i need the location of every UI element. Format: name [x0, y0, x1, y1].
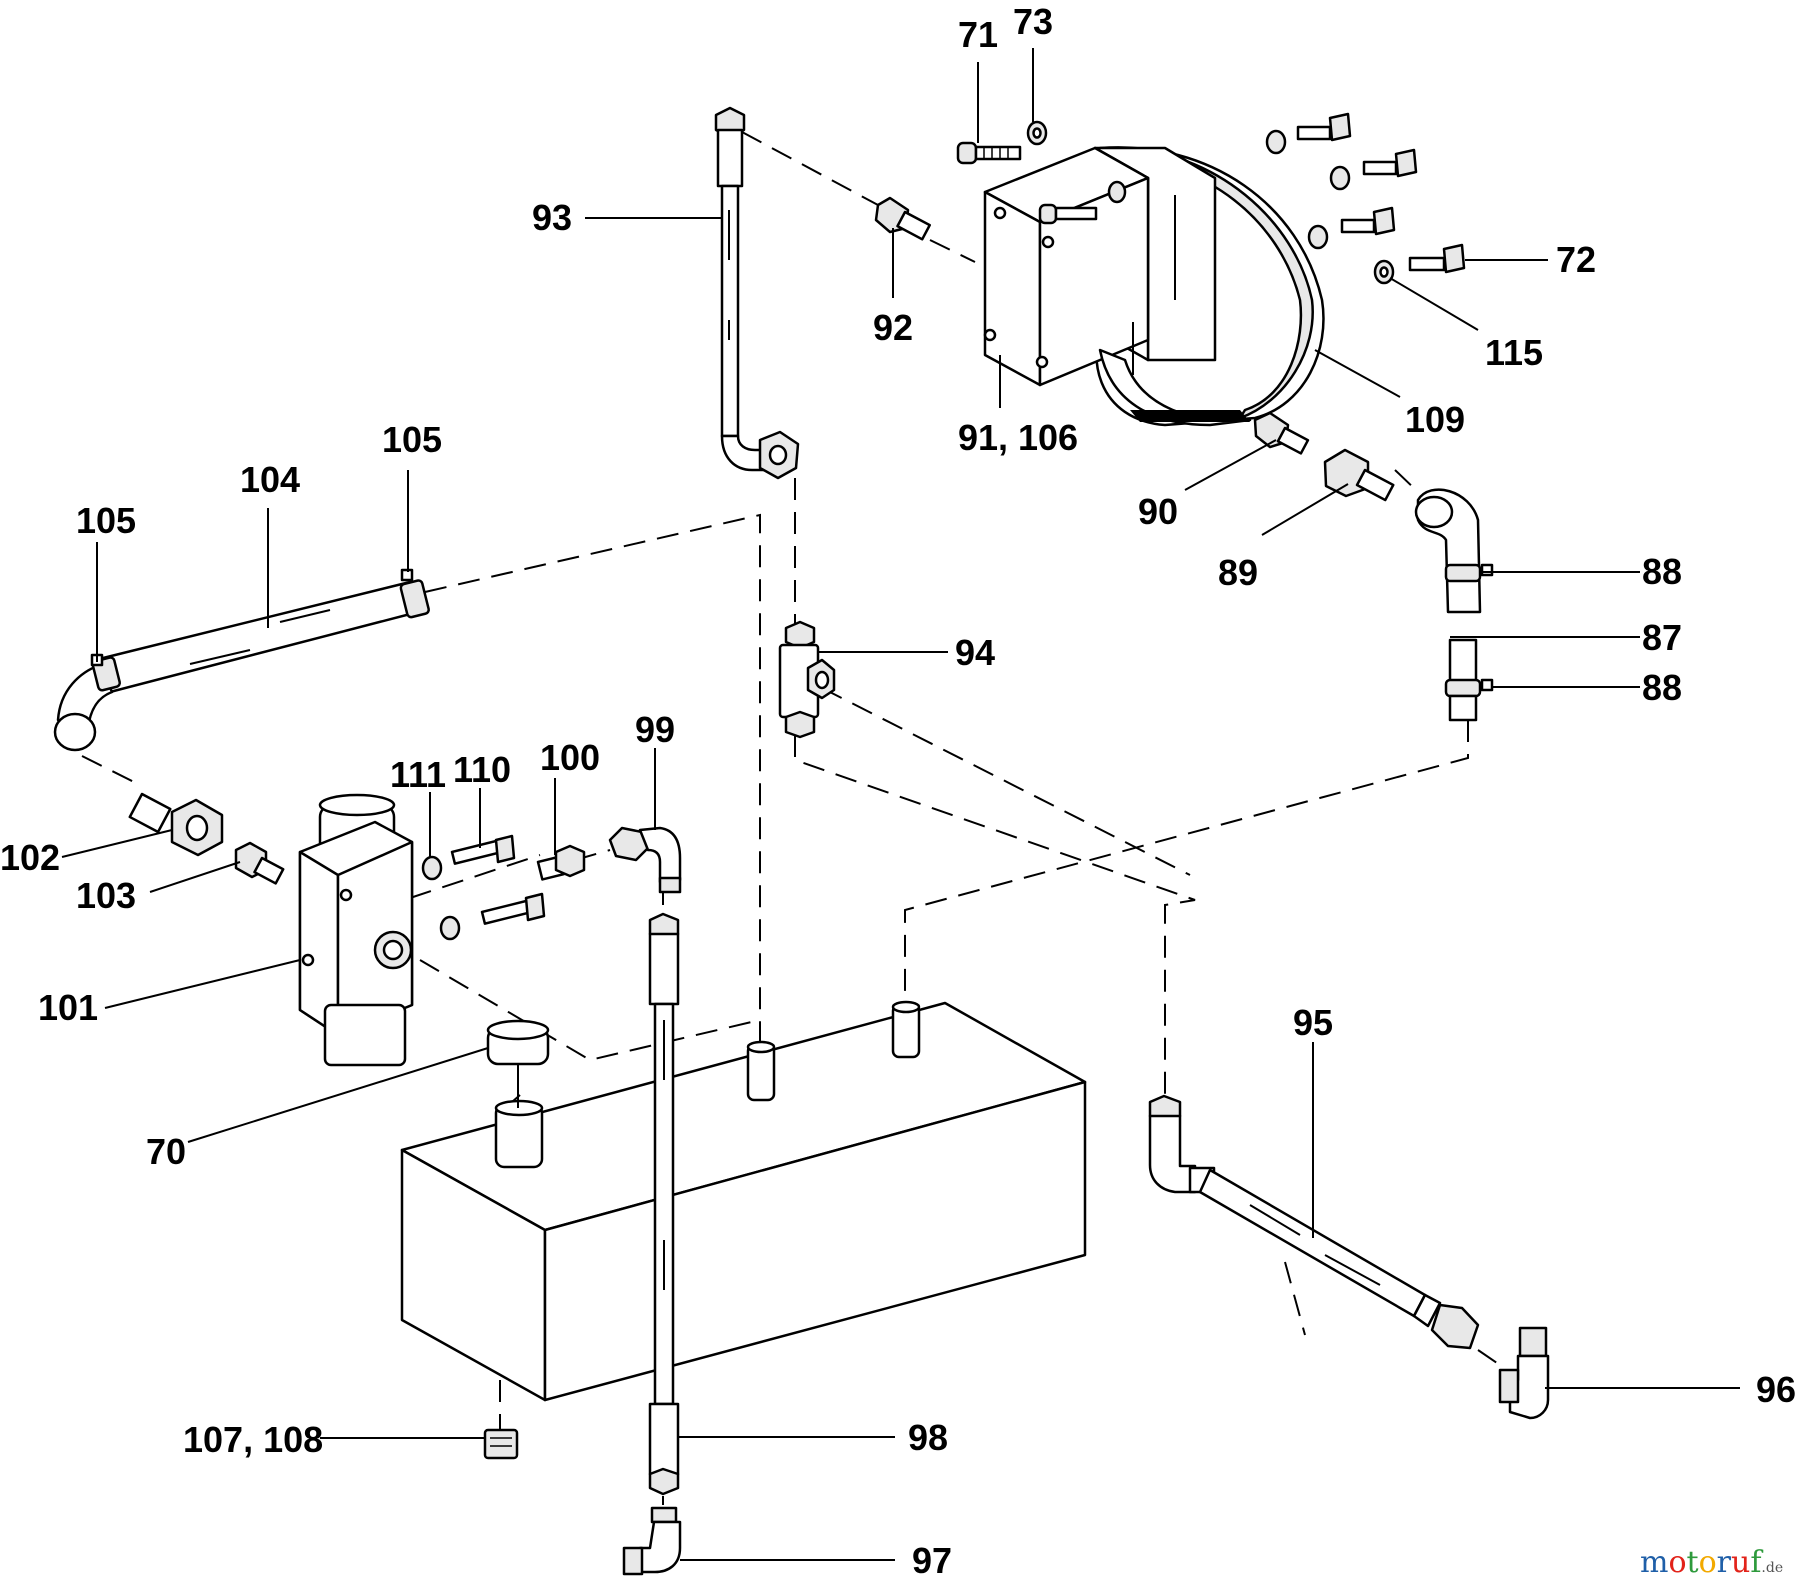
label-87: 87	[1642, 617, 1682, 658]
label-92: 92	[873, 307, 913, 348]
label-94: 94	[955, 632, 995, 673]
label-101: 101	[38, 987, 98, 1028]
label-115: 115	[1485, 332, 1543, 373]
label-107-108: 107, 108	[183, 1419, 323, 1460]
label-105-left: 105	[76, 500, 136, 541]
label-73: 73	[1013, 1, 1053, 42]
elbow-99	[608, 826, 682, 894]
label-91-106: 91, 106	[958, 417, 1078, 458]
wm-letter-3: o	[1699, 1545, 1717, 1580]
bolt-right-3	[1307, 206, 1396, 250]
bolt-72	[1408, 243, 1466, 274]
fitting-100	[536, 844, 586, 881]
fitting-102	[128, 792, 224, 857]
label-109: 109	[1405, 399, 1465, 440]
washer-115	[1373, 259, 1395, 285]
pipe-93	[714, 106, 800, 480]
label-72: 72	[1556, 239, 1596, 280]
label-71: 71	[958, 14, 998, 55]
valve-101	[298, 793, 414, 1067]
bolt-lower	[480, 892, 546, 925]
label-88-top: 88	[1642, 551, 1682, 592]
fitting-92	[874, 196, 931, 241]
label-96: 96	[1756, 1369, 1796, 1410]
label-70: 70	[146, 1131, 186, 1172]
label-105-right: 105	[382, 419, 442, 460]
label-97: 97	[912, 1540, 952, 1581]
pump-housing-91-106	[983, 146, 1325, 427]
washer-73	[1026, 120, 1048, 146]
label-89: 89	[1218, 552, 1258, 593]
fitting-103	[234, 841, 285, 885]
wm-letter-1: o	[1668, 1545, 1686, 1580]
elbow-96	[1498, 1326, 1550, 1420]
fitting-90	[1253, 411, 1310, 455]
fitting-89	[1323, 448, 1395, 502]
label-95: 95	[1293, 1002, 1333, 1043]
label-93: 93	[532, 197, 572, 238]
tee-94	[778, 620, 836, 739]
bolt-right-2	[1329, 148, 1418, 191]
clamp-88-lower	[1444, 678, 1494, 722]
label-100: 100	[540, 737, 600, 778]
washer-lower	[439, 915, 461, 941]
wm-letter-2: t	[1687, 1545, 1699, 1580]
bolt-inner	[1038, 180, 1127, 225]
label-88-bottom: 88	[1642, 667, 1682, 708]
label-103: 103	[76, 875, 136, 916]
wm-letter-0: m	[1640, 1545, 1668, 1580]
oil-tank	[400, 1000, 1087, 1402]
wm-letter-5: u	[1731, 1545, 1750, 1580]
bolt-71	[956, 141, 1022, 165]
label-98: 98	[908, 1417, 948, 1458]
watermark: motoruf.de	[1640, 1545, 1783, 1580]
wm-letter-4: r	[1717, 1545, 1732, 1580]
label-104: 104	[240, 459, 300, 500]
washer-111	[421, 855, 443, 881]
bolt-right-1	[1265, 112, 1352, 155]
label-111: 111	[390, 754, 446, 795]
wm-letter-6: f	[1750, 1545, 1763, 1580]
label-99: 99	[635, 709, 675, 750]
wm-suffix: .de	[1761, 1560, 1783, 1576]
svg-text:motoruf.de: motoruf.de	[1640, 1545, 1783, 1580]
label-110: 110	[453, 749, 511, 790]
filler-cap-70	[486, 1019, 550, 1108]
leader-lines	[61, 48, 1740, 1561]
bolt-110	[450, 834, 516, 865]
label-102: 102	[0, 837, 60, 878]
elbow-hose-88	[1414, 488, 1494, 614]
pipe-95	[1148, 1094, 1480, 1350]
elbow-97	[622, 1506, 682, 1576]
label-90: 90	[1138, 491, 1178, 532]
pipe-98	[648, 912, 680, 1496]
drain-plug-107-108	[483, 1428, 519, 1460]
